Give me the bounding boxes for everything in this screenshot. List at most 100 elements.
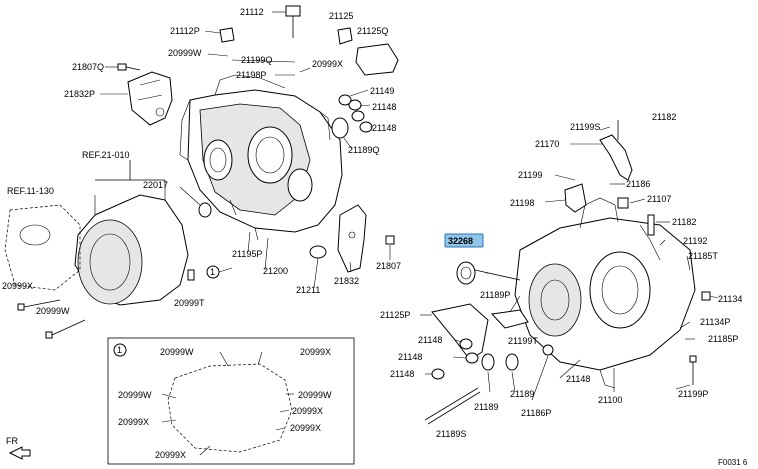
label-21148-a[interactable]: 21148 [372,102,396,112]
inset-label-20999w-c[interactable]: 20999W [298,390,332,400]
bolt-21807q [117,63,141,71]
inset-label-20999x-a[interactable]: 20999X [300,347,331,357]
label-21189q[interactable]: 21189Q [348,145,379,155]
part-21125q [355,43,399,76]
plug-21107 [617,197,629,209]
front-label: FR [6,436,18,446]
bolt-21199p [689,355,697,385]
label-21189[interactable]: 21189 [474,402,498,412]
bracket-21832p-illustration [127,71,173,126]
label-21832[interactable]: 21832 [334,276,359,286]
label-21189-b[interactable]: 21189 [510,389,534,399]
label-21186p[interactable]: 21186P [521,408,551,418]
label-21186[interactable]: 21186 [626,179,650,189]
transmission-case-illustration [179,74,343,241]
label-21182-a[interactable]: 21182 [652,112,676,122]
label-21195p[interactable]: 21195P [232,249,262,259]
bolt-20999t [187,269,195,281]
label-21192[interactable]: 21192 [683,236,707,246]
highlighted-part-32268[interactable]: 32268 [444,233,484,248]
bell-housing-illustration [74,160,189,306]
label-21185p[interactable]: 21185P [708,334,738,344]
label-20999w-top[interactable]: 20999W [168,48,202,58]
label-21107[interactable]: 21107 [647,194,671,204]
label-21112p[interactable]: 21112P [170,26,200,36]
label-20999x-top[interactable]: 20999X [312,59,343,69]
label-21832p[interactable]: 21832P [64,89,95,99]
front-direction-arrow-icon [8,446,31,460]
label-20999x-left[interactable]: 20999X [2,281,33,291]
label-21100[interactable]: 21100 [598,395,622,405]
callout-number: 1 [210,267,215,277]
label-21199s[interactable]: 21199S [570,122,600,132]
inset-label-20999w-a[interactable]: 20999W [160,347,194,357]
label-21807q[interactable]: 21807Q [72,62,104,72]
cover-21125p [431,303,489,361]
label-21199[interactable]: 21199 [518,170,542,180]
inset-label-20999w-b[interactable]: 20999W [118,390,152,400]
shift-lever-21170 [599,120,633,181]
label-21198p[interactable]: 21198P [236,70,266,80]
bolt-20999x-left [17,299,61,311]
label-21189p[interactable]: 21189P [480,290,510,300]
transaxle-case-illustration [514,197,696,389]
label-21125p[interactable]: 21125P [380,310,410,320]
plugs-21148-lower [431,338,554,380]
label-21148-d[interactable]: 21148 [398,352,422,362]
clip-21112p [219,27,235,43]
label-21125q[interactable]: 21125Q [357,26,388,36]
label-ref-21-010[interactable]: REF.21-010 [82,150,130,160]
label-21199p[interactable]: 21199P [678,389,708,399]
diagram-code: F0031 6 [718,458,748,467]
bolt-20999w-left [45,319,86,339]
label-21211[interactable]: 21211 [296,285,320,295]
label-21189s[interactable]: 21189S [436,429,466,439]
label-ref-11-130[interactable]: REF.11-130 [7,186,54,196]
callout-marker [206,265,233,279]
rod-21189s [424,387,481,425]
inset-label-20999x-c[interactable]: 20999X [118,417,149,427]
inset-number-badge [113,343,127,357]
gasket-inset-box [107,337,355,465]
label-21125[interactable]: 21125 [329,11,353,21]
seal-22017 [198,202,212,218]
leader-lines [100,11,719,401]
label-21185t[interactable]: 21185T [688,251,718,261]
inset-number: 1 [117,345,122,355]
label-21170[interactable]: 21170 [535,139,559,149]
engine-block-reference [4,204,81,291]
drain-21211 [309,245,327,259]
inset-label-20999x-b[interactable]: 20999X [292,406,323,416]
label-21148-f[interactable]: 21148 [566,374,590,384]
inset-label-20999x-e[interactable]: 20999X [155,450,186,460]
bracket-21832-illustration [337,204,367,273]
label-21134p[interactable]: 21134P [700,317,730,327]
bolt-21134 [701,291,711,301]
bracket-21198 [564,183,587,213]
label-21134[interactable]: 21134 [718,294,742,304]
label-20999w-left[interactable]: 20999W [36,306,70,316]
label-20999t[interactable]: 20999T [174,298,205,308]
label-21148-e[interactable]: 21148 [390,369,414,379]
inset-label-20999x-d[interactable]: 20999X [290,423,321,433]
label-21112[interactable]: 21112 [240,7,264,17]
label-22017[interactable]: 22017 [143,180,168,190]
bolt-21112 [285,5,301,38]
bolt-21807 [385,235,395,245]
label-21182-b[interactable]: 21182 [672,217,696,227]
bolt-21182b [647,214,655,236]
label-21198[interactable]: 21198 [510,198,534,208]
label-21148-c[interactable]: 21148 [418,335,442,345]
label-21199q[interactable]: 21199Q [241,55,272,65]
label-32268[interactable]: 32268 [448,236,473,246]
seal-32268 [456,261,521,285]
part-21125 [337,27,353,45]
washer-21189 [481,353,519,371]
label-21148-b[interactable]: 21148 [372,123,396,133]
label-21807[interactable]: 21807 [376,261,401,271]
label-21200[interactable]: 21200 [263,266,288,276]
label-21149[interactable]: 21149 [370,86,394,96]
plugs-21149-21148 [331,94,373,139]
label-21199t[interactable]: 21199T [508,336,538,346]
